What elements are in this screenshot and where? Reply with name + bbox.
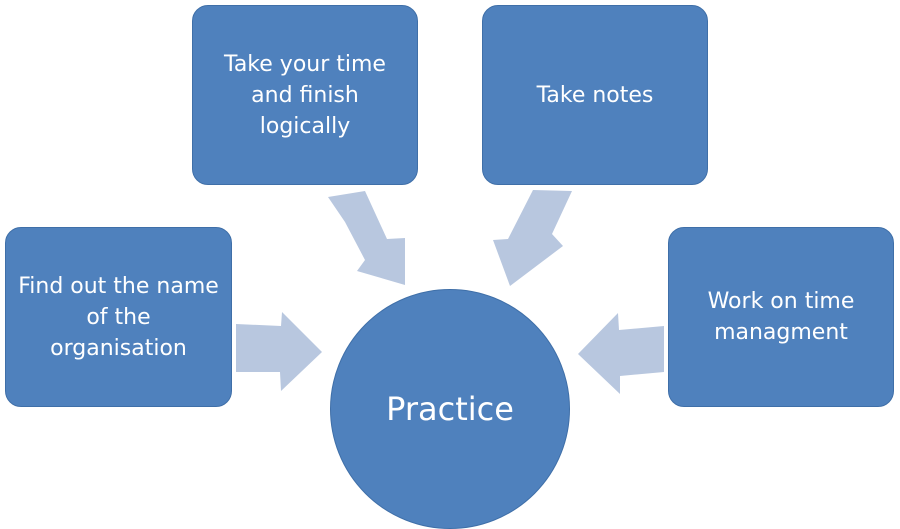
box-take-notes-label: Take notes (536, 82, 654, 108)
box-take-your-time-label: Take your time and finish logically (224, 51, 386, 139)
box-find-out-organisation-label: Find out the name of the organisation (18, 273, 219, 361)
arrow-top-left-to-center (328, 191, 405, 285)
box-take-notes: Take notes (482, 5, 708, 185)
box-work-on-time-management-label: Work on time managment (707, 289, 855, 345)
box-take-your-time: Take your time and finish logically (192, 5, 418, 185)
arrow-left-to-center (236, 312, 322, 391)
center-circle-practice: Practice (330, 289, 570, 529)
box-find-out-organisation: Find out the name of the organisation (5, 227, 232, 407)
arrow-top-right-to-center (493, 190, 572, 286)
box-work-on-time-management: Work on time managment (668, 227, 894, 407)
center-circle-label: Practice (386, 390, 514, 428)
arrow-right-to-center (578, 313, 664, 394)
